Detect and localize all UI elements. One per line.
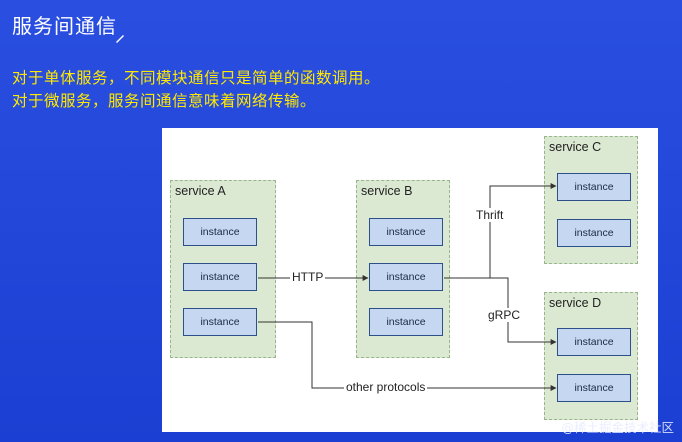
edge-label-other: other protocols <box>344 380 428 394</box>
bullet-monolith: 对于单体服务，不同模块通信只是简单的函数调用。 <box>12 69 381 87</box>
service-b-instance-3: instance <box>369 308 443 336</box>
edge-label-thrift: Thrift <box>474 208 506 222</box>
edge-thrift <box>444 183 557 279</box>
pen-cursor-icon <box>116 35 124 43</box>
architecture-diagram: service A service B service C service D <box>162 128 658 432</box>
service-c-label: service C <box>549 140 602 154</box>
slide-title: 服务间通信 <box>12 14 117 38</box>
service-a-instance-3: instance <box>183 308 257 336</box>
edge-label-http: HTTP <box>290 270 326 284</box>
service-d-instance-2: instance <box>557 374 631 402</box>
service-b-instance-2: instance <box>369 263 443 291</box>
service-a-instance-2: instance <box>183 263 257 291</box>
bullet-microservice: 对于微服务，服务间通信意味着网络传输。 <box>12 92 317 110</box>
service-b-label: service B <box>361 184 413 198</box>
edge-other <box>258 321 557 391</box>
service-d-instance-1: instance <box>557 328 631 356</box>
edge-label-grpc: gRPC <box>486 308 523 322</box>
service-a-instance-1: instance <box>183 218 257 246</box>
service-c-instance-1: instance <box>557 173 631 201</box>
service-c-instance-2: instance <box>557 219 631 247</box>
service-b-instance-1: instance <box>369 218 443 246</box>
service-d-label: service D <box>549 296 602 310</box>
watermark: @稀土掘金技术社区 <box>561 420 674 435</box>
service-a-label: service A <box>175 184 226 198</box>
